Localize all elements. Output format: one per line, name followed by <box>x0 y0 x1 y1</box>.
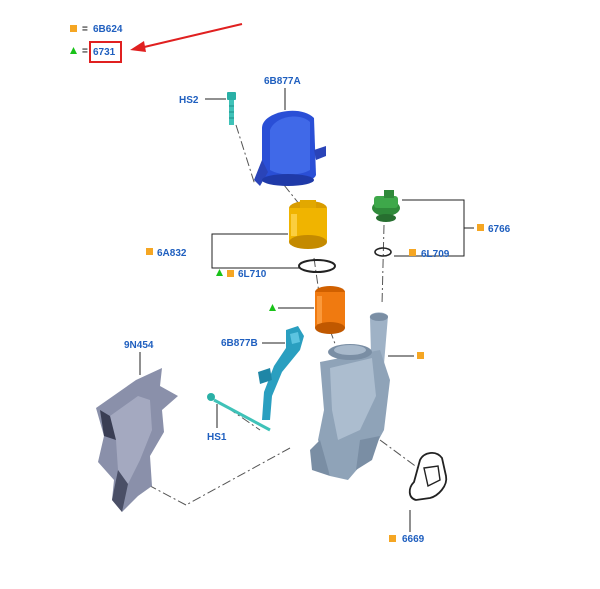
legend-eq-1: = <box>82 24 88 35</box>
heat-shield[interactable] <box>96 368 178 512</box>
highlight-box <box>89 41 122 63</box>
oil-filter-housing[interactable] <box>310 312 390 480</box>
legend-triangle-marker <box>70 47 77 54</box>
legend-code-6b624[interactable]: 6B624 <box>93 24 123 35</box>
leader-6a832-b <box>211 252 300 269</box>
square-marker-housing <box>417 352 424 359</box>
triangle-marker-filter <box>269 304 276 311</box>
label-hs2[interactable]: HS2 <box>179 95 199 106</box>
filter-yellow[interactable] <box>289 200 327 249</box>
label-6b877b[interactable]: 6B877B <box>221 338 258 349</box>
green-cap[interactable] <box>372 190 400 222</box>
red-arrow <box>139 23 243 49</box>
label-6l709[interactable]: 6L709 <box>421 249 450 260</box>
bolt-hs1[interactable] <box>207 393 271 432</box>
triangle-marker-6l710 <box>216 269 223 276</box>
cyan-bracket[interactable] <box>258 326 304 420</box>
leader-6a832 <box>211 233 288 252</box>
legend-code-6731[interactable]: 6731 <box>93 47 116 58</box>
label-6b877a[interactable]: 6B877A <box>264 76 301 87</box>
blue-cover[interactable] <box>254 110 326 186</box>
legend: = 6B624 = 6731 <box>70 23 243 63</box>
square-marker-6766 <box>477 224 484 231</box>
leader-6766 <box>394 199 465 257</box>
square-marker-6669 <box>389 535 396 542</box>
label-9n454[interactable]: 9N454 <box>124 340 154 351</box>
label-6766[interactable]: 6766 <box>488 224 511 235</box>
oring-6l710[interactable] <box>298 259 336 273</box>
square-marker-6l710 <box>227 270 234 277</box>
legend-eq-2: = <box>82 46 88 57</box>
label-6a832[interactable]: 6A832 <box>157 248 187 259</box>
label-6669[interactable]: 6669 <box>402 534 425 545</box>
bolt-hs2[interactable] <box>227 92 236 125</box>
gasket-6669[interactable] <box>408 452 448 501</box>
square-marker-6l709 <box>409 249 416 256</box>
red-arrow-head <box>130 41 146 52</box>
oring-6l709[interactable] <box>374 247 392 257</box>
square-marker-6a832 <box>146 248 153 255</box>
label-6l710[interactable]: 6L710 <box>238 269 267 280</box>
filter-orange[interactable] <box>315 286 345 334</box>
legend-square-marker <box>70 25 77 32</box>
label-hs1[interactable]: HS1 <box>207 432 227 443</box>
